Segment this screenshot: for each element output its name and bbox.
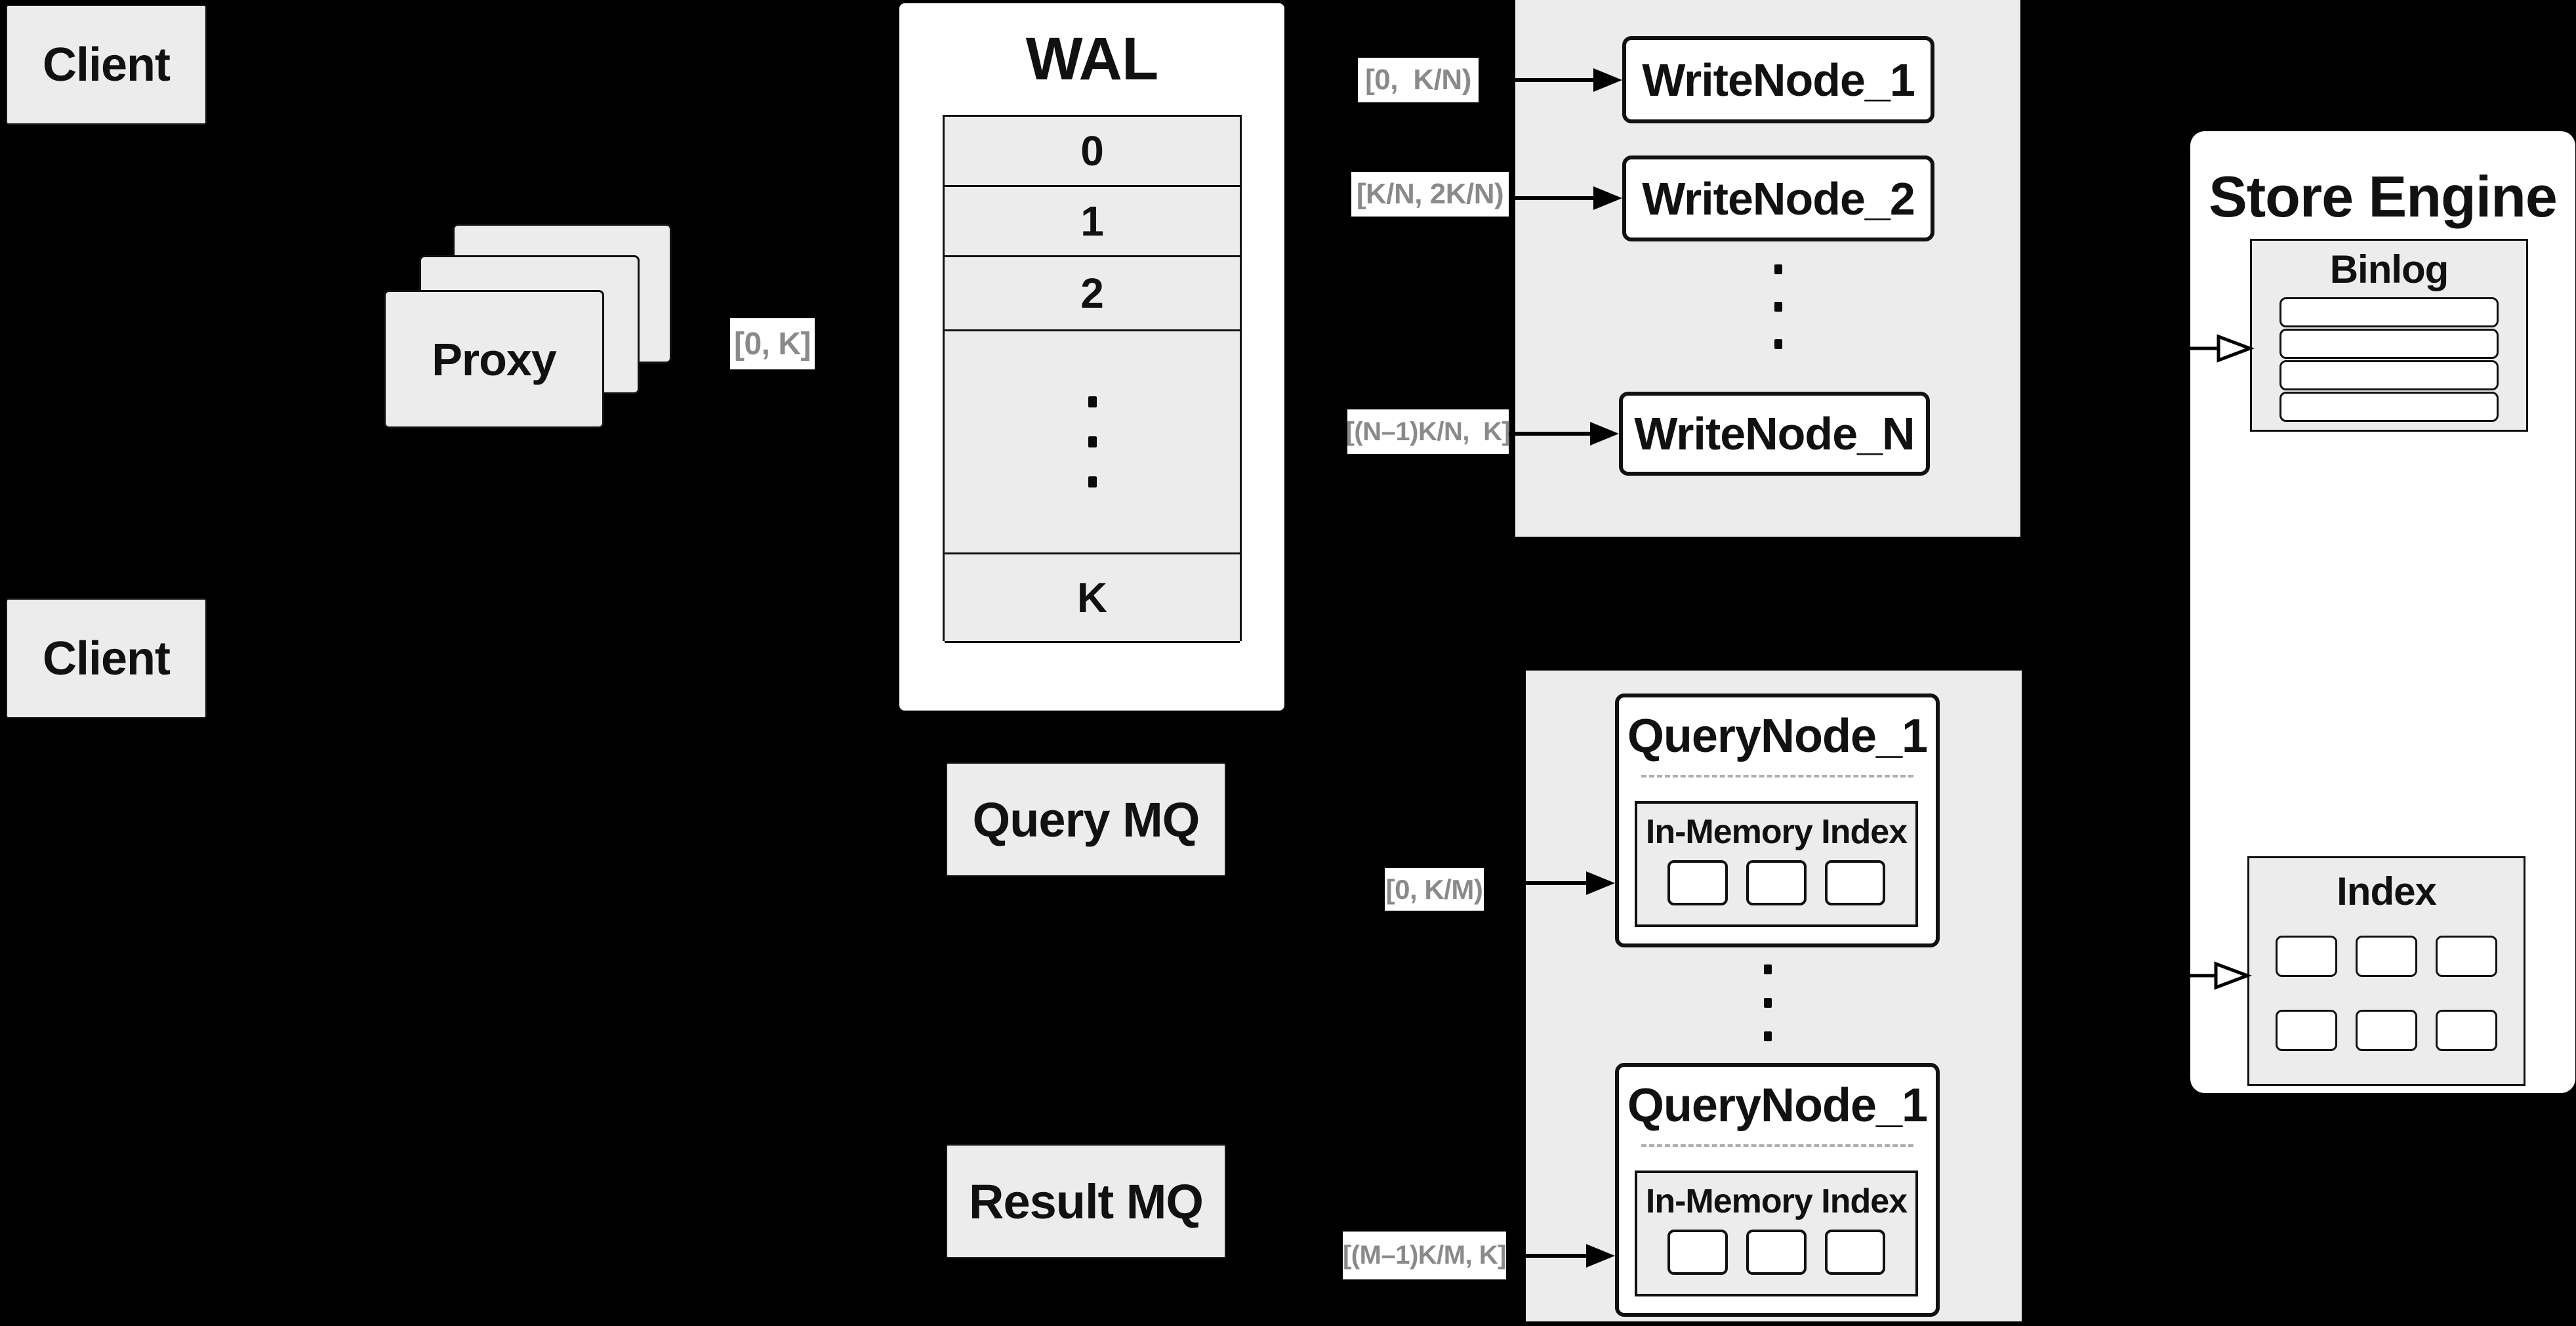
client-box-bottom: Client	[6, 598, 207, 718]
binlog-rows	[2252, 297, 2526, 422]
writenode-panel: WriteNode_1 WriteNode_2 WriteNode_N	[1515, 0, 2020, 537]
querynode-2-divider	[1641, 1144, 1913, 1147]
client-bottom-label: Client	[42, 632, 171, 685]
index-title: Index	[2337, 869, 2437, 913]
range-label-kn-2kn: [K/N, 2K/N)	[1351, 172, 1509, 217]
writenode-n-label: WriteNode_N	[1634, 408, 1915, 459]
querynode-ellipsis	[1764, 964, 1772, 1041]
querynode-2-segments	[1637, 1230, 1915, 1275]
binlog-box: Binlog	[2250, 239, 2528, 432]
querynode-2-inmemory-title: In-Memory Index	[1645, 1182, 1908, 1220]
wal-row-k: K	[945, 554, 1240, 643]
querynode-2-inmemory-box: In-Memory Index	[1635, 1171, 1918, 1296]
querynode-1-box: QueryNode_1 In-Memory Index	[1615, 694, 1940, 947]
range-label-0-k-text: [0, K]	[734, 326, 811, 362]
proxy-label: Proxy	[432, 333, 557, 385]
proxy-card-front: Proxy	[384, 290, 604, 428]
range-label-n1kn-k: [(N–1)K/N, K]	[1345, 409, 1511, 454]
result-mq-box: Result MQ	[946, 1144, 1226, 1258]
wal-row-1: 1	[945, 187, 1240, 257]
range-label-0-km: [0, K/M)	[1385, 868, 1484, 911]
binlog-title: Binlog	[2329, 247, 2449, 291]
querynode-1-divider	[1641, 775, 1913, 777]
writenode-2-label: WriteNode_2	[1642, 173, 1915, 224]
range-label-0-k: [0, K]	[730, 318, 815, 369]
client-top-label: Client	[42, 38, 171, 91]
range-label-0-km-text: [0, K/M)	[1385, 873, 1483, 905]
range-label-m1km-k: [(M–1)K/M, K]	[1342, 1232, 1507, 1279]
result-mq-label: Result MQ	[969, 1174, 1204, 1229]
range-label-0-kn-text: [0, K/N)	[1365, 64, 1471, 96]
range-label-kn-2kn-text: [K/N, 2K/N)	[1356, 178, 1504, 210]
range-label-0-kn: [0, K/N)	[1358, 58, 1479, 102]
writenode-n-box: WriteNode_N	[1619, 392, 1930, 476]
querynode-2-title: QueryNode_1	[1627, 1079, 1928, 1132]
proxy-stack: Proxy	[384, 224, 672, 429]
wal-table: 0 1 2 K	[943, 115, 1242, 643]
writenode-1-box: WriteNode_1	[1622, 36, 1934, 123]
wal-row-2: 2	[945, 257, 1240, 331]
querynode-1-segments	[1637, 860, 1915, 905]
range-label-m1km-k-text: [(M–1)K/M, K]	[1342, 1241, 1507, 1270]
wal-row-dots	[945, 331, 1240, 554]
wal-title-text: WAL	[1025, 25, 1158, 93]
querynode-2-box: QueryNode_1 In-Memory Index	[1615, 1063, 1940, 1317]
range-label-n1kn-k-text: [(N–1)K/N, K]	[1345, 417, 1511, 446]
writenode-ellipsis	[1774, 264, 1782, 349]
querynode-panel: QueryNode_1 In-Memory Index QueryNode_1	[1526, 671, 2022, 1321]
wal-title: WAL	[899, 3, 1284, 115]
client-box-top: Client	[6, 5, 207, 125]
wal-box: WAL 0 1 2 K	[899, 3, 1284, 711]
query-mq-label: Query MQ	[972, 792, 1200, 847]
writenode-1-label: WriteNode_1	[1642, 54, 1915, 106]
wal-row-0: 0	[945, 117, 1240, 187]
store-engine-title: Store Engine	[2209, 164, 2558, 229]
index-cells	[2249, 936, 2524, 1051]
index-box: Index	[2247, 856, 2525, 1086]
query-mq-box: Query MQ	[946, 762, 1226, 877]
querynode-1-title: QueryNode_1	[1627, 710, 1928, 762]
writenode-2-box: WriteNode_2	[1622, 155, 1934, 241]
store-engine-box: Store Engine Binlog Index	[2190, 131, 2575, 1093]
querynode-1-inmemory-title: In-Memory Index	[1645, 813, 1908, 851]
querynode-1-inmemory-box: In-Memory Index	[1635, 801, 1918, 927]
